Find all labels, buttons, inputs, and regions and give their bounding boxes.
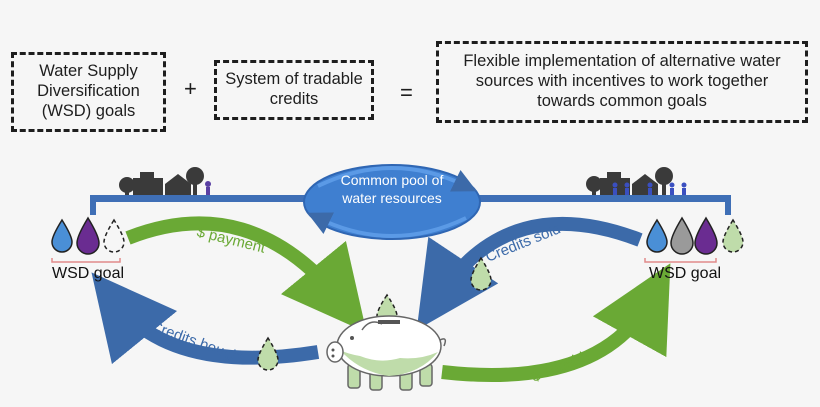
empty-drop-icon [103, 218, 125, 253]
left-water-drops [51, 216, 125, 263]
tradable-credits-box: System of tradable credits [214, 60, 374, 120]
blue-drop-icon [646, 218, 668, 253]
flexible-implementation-box: Flexible implementation of alternative w… [436, 41, 808, 123]
wsd-goals-box: Water Supply Diversification (WSD) goals [11, 52, 166, 132]
right-wsd-goal-label: WSD goal [649, 265, 722, 282]
right-bracket [644, 258, 717, 263]
flexible-implementation-text: Flexible implementation of alternative w… [463, 52, 781, 110]
credits-sold-arrow [416, 216, 643, 330]
wsd-goals-text: Water Supply Diversification (WSD) goals [37, 62, 140, 120]
purple-drop-icon [76, 216, 100, 255]
payment-arrow [125, 216, 367, 333]
credit-drop-icon [257, 336, 279, 371]
tradable-credits-text: System of tradable credits [225, 70, 363, 108]
common-pool [303, 164, 481, 240]
blue-drop-icon [51, 218, 73, 253]
credit-drop-icon [470, 256, 492, 291]
left-town-icon [119, 167, 211, 195]
right-town-icon [586, 167, 687, 195]
right-water-drops [644, 216, 744, 263]
subsidy-arrow [441, 263, 671, 382]
equals-operator: = [400, 80, 413, 105]
left-bracket [51, 258, 121, 263]
green-drop-icon [722, 218, 744, 253]
plus-operator: + [184, 76, 197, 101]
piggy-bank-icon [326, 293, 447, 391]
left-wsd-goal-label: WSD goal [52, 265, 125, 282]
common-pool-label: Common pool of water resources [340, 172, 444, 206]
credits-bought-arrow [91, 272, 320, 365]
gray-drop-icon [670, 216, 694, 255]
purple-drop-icon [694, 216, 718, 255]
